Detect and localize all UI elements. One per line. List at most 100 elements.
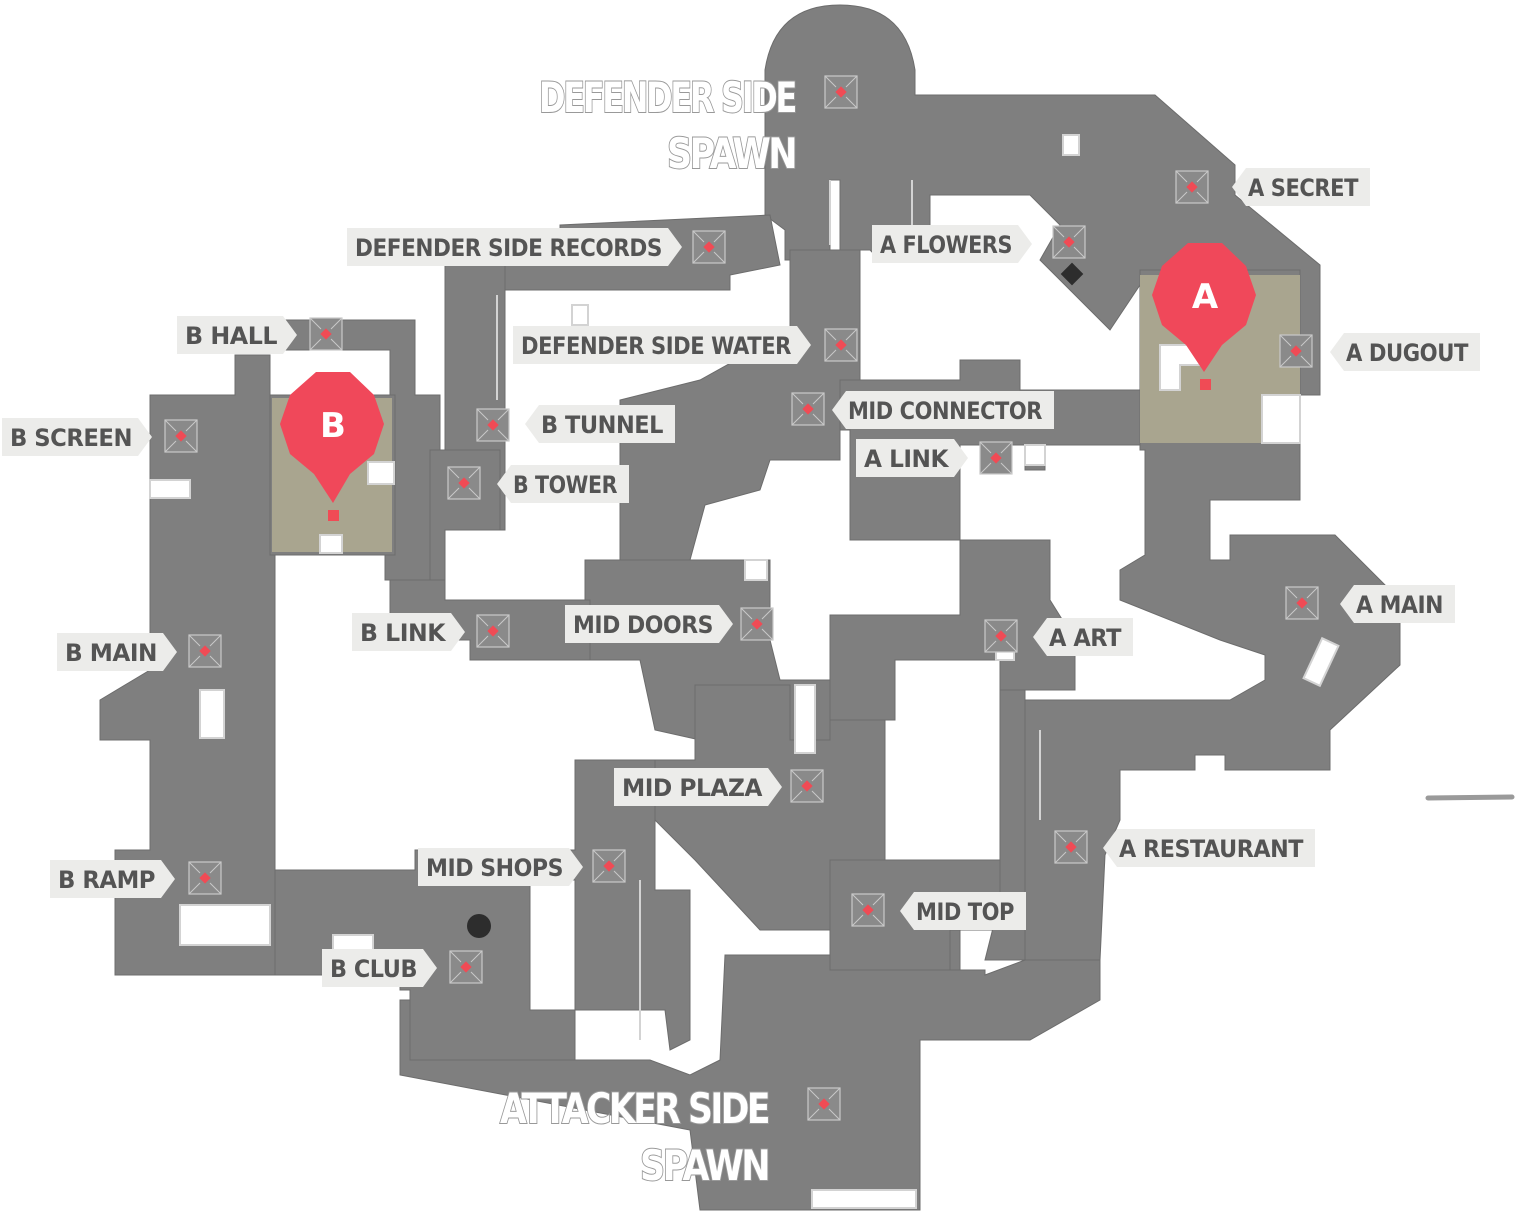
b-tunnel-callout[interactable]: B TUNNEL <box>525 405 675 443</box>
b-tower-callout-tag <box>497 465 629 503</box>
a-art-marker-cross-1 <box>1005 619 1018 632</box>
defender-box <box>1062 134 1080 156</box>
position-markers <box>164 75 1319 1121</box>
b-screen-callout[interactable]: B SCREEN <box>2 418 152 456</box>
b-tunnel-marker[interactable] <box>476 408 510 442</box>
mid-connector-marker[interactable] <box>791 392 825 426</box>
a-secret-marker-cross-0 <box>1175 170 1188 183</box>
mid-doors-marker[interactable] <box>740 607 774 641</box>
mid-connector-callout[interactable]: MID CONNECTOR <box>832 391 1054 429</box>
mid-plaza-marker-cross-1 <box>811 769 824 782</box>
site-b-pin-icon <box>280 372 384 503</box>
a-dugout-marker-cross-2 <box>1279 355 1292 368</box>
b-main-marker-cross-3 <box>209 655 222 668</box>
b-main-marker[interactable] <box>188 634 222 668</box>
attacker-spawn-marker-cross-3 <box>828 1108 841 1121</box>
defender-side-water-callout[interactable]: DEFENDER SIDE WATER <box>513 326 811 364</box>
mid-plaza-callout[interactable]: MID PLAZA <box>614 768 782 806</box>
defender-side-records-marker-cross-1 <box>713 230 726 243</box>
b-screen-callout-label: B SCREEN <box>10 424 132 452</box>
site-a-pin[interactable]: A <box>1152 243 1256 390</box>
a-link-callout-label: A LINK <box>864 445 950 473</box>
a-restaurant-callout-tag <box>1103 829 1315 867</box>
mid-plaza-marker[interactable] <box>790 769 824 803</box>
a-main-callout-label: A MAIN <box>1356 591 1443 619</box>
site-a-letter: A <box>1192 277 1219 317</box>
a-dugout-marker-dot <box>1290 345 1302 357</box>
defender-side-records-marker-cross-0 <box>692 230 705 243</box>
b-club-marker-cross-0 <box>449 950 462 963</box>
a-art-marker[interactable] <box>984 619 1018 653</box>
b-hall-marker[interactable] <box>309 317 343 351</box>
defender-spawn-marker[interactable] <box>824 75 858 109</box>
b-ramp-callout[interactable]: B RAMP <box>50 860 175 898</box>
site-b-letter: B <box>320 406 346 446</box>
a-main-marker[interactable] <box>1285 586 1319 620</box>
a-restaurant-marker[interactable] <box>1054 830 1088 864</box>
a-dugout-callout[interactable]: A DUGOUT <box>1330 333 1480 371</box>
b-hall-callout[interactable]: B HALL <box>177 316 297 354</box>
mid-shops-callout[interactable]: MID SHOPS <box>418 848 583 886</box>
a-flowers-marker-dot <box>1063 236 1075 248</box>
a-secret-marker[interactable] <box>1175 170 1209 204</box>
attacker-spawn-marker[interactable] <box>807 1087 841 1121</box>
a-secret-callout-label: A SECRET <box>1248 174 1359 202</box>
b-main-marker-cross-2 <box>188 655 201 668</box>
b-club-box <box>332 934 374 951</box>
mid-shops-marker-dot <box>603 860 615 872</box>
mid-connector-callout-label: MID CONNECTOR <box>848 397 1042 425</box>
mid-doors-marker-dot <box>751 618 763 630</box>
b-hall-callout-tag <box>177 316 297 354</box>
b-link-marker-cross-1 <box>497 614 510 627</box>
mid-shops-marker[interactable] <box>592 849 626 883</box>
defender-side-records-callout[interactable]: DEFENDER SIDE RECORDS <box>347 228 682 266</box>
mid-shops-marker-cross-1 <box>613 849 626 862</box>
b-club-marker-cross-1 <box>470 950 483 963</box>
b-screen-marker[interactable] <box>164 419 198 453</box>
b-tower-marker[interactable] <box>447 466 481 500</box>
b-club-marker-dot <box>460 961 472 973</box>
a-main-callout[interactable]: A MAIN <box>1340 585 1455 623</box>
mid-top-callout[interactable]: MID TOP <box>900 892 1026 930</box>
mid-doors-marker-cross-2 <box>740 628 753 641</box>
b-link-callout[interactable]: B LINK <box>352 613 465 651</box>
attacker-spawn-marker-cross-2 <box>807 1108 820 1121</box>
b-screen-marker-cross-0 <box>164 419 177 432</box>
mid-courtyard-gap <box>794 684 816 754</box>
b-club-callout-label: B CLUB <box>330 955 417 983</box>
mid-shops-callout-tag <box>418 848 583 886</box>
defender-side-water-marker[interactable] <box>824 328 858 362</box>
a-art-callout[interactable]: A ART <box>1033 618 1133 656</box>
b-link-marker[interactable] <box>476 614 510 648</box>
a-restaurant-marker-cross-1 <box>1075 830 1088 843</box>
a-secret-callout[interactable]: A SECRET <box>1232 168 1370 206</box>
b-hall-marker-cross-1 <box>330 317 343 330</box>
a-site-wall-block <box>1261 394 1301 444</box>
mid-shops-pillar <box>467 914 491 938</box>
a-flowers-callout[interactable]: A FLOWERS <box>872 225 1032 263</box>
a-dugout-marker[interactable] <box>1279 334 1313 368</box>
a-flowers-marker[interactable] <box>1052 225 1086 259</box>
a-art-marker-dot <box>995 630 1007 642</box>
a-link-marker-cross-0 <box>979 441 992 454</box>
b-main-callout-tag <box>57 633 177 671</box>
a-link-marker[interactable] <box>979 441 1013 475</box>
defender-side-water-marker-cross-3 <box>845 349 858 362</box>
b-club-callout[interactable]: B CLUB <box>322 949 437 987</box>
mid-top-marker[interactable] <box>851 893 885 927</box>
b-tower-callout[interactable]: B TOWER <box>497 465 629 503</box>
mid-doors-callout-label: MID DOORS <box>573 611 713 639</box>
b-club-marker[interactable] <box>449 950 483 984</box>
b-main-callout[interactable]: B MAIN <box>57 633 177 671</box>
b-ramp-marker[interactable] <box>188 861 222 895</box>
a-link-callout[interactable]: A LINK <box>856 439 968 477</box>
b-site-box <box>367 461 395 485</box>
a-restaurant-callout[interactable]: A RESTAURANT <box>1103 829 1315 867</box>
defender-side-records-marker[interactable] <box>692 230 726 264</box>
b-tower-marker-dot <box>458 477 470 489</box>
a-flowers-marker-cross-3 <box>1073 246 1086 259</box>
b-link-callout-tag <box>352 613 465 651</box>
defender-side-water-marker-cross-0 <box>824 328 837 341</box>
mid-doors-callout[interactable]: MID DOORS <box>565 605 733 643</box>
site-b-pin[interactable]: B <box>280 372 384 521</box>
